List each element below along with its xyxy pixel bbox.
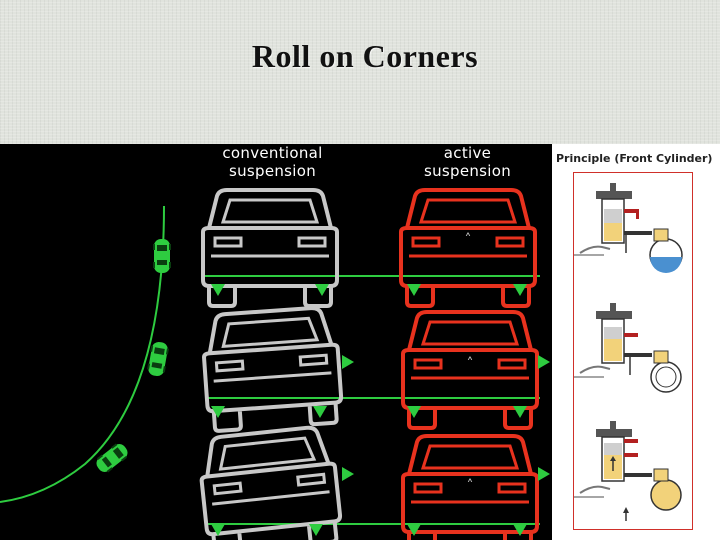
cylinder-stage-3 [574, 421, 681, 521]
lateral-force-arrow [342, 467, 354, 481]
force-arrow-down [407, 284, 421, 296]
small-car-1 [153, 239, 171, 273]
principle-frame [573, 172, 693, 530]
lateral-force-arrow [538, 467, 550, 481]
slide-title: Roll on Corners [0, 38, 720, 75]
car-active-row1 [401, 190, 535, 306]
lateral-force-arrow [538, 355, 550, 369]
suspension-figure: conventional suspension active suspensio… [0, 144, 720, 540]
force-arrow-down [513, 284, 527, 296]
force-arrow-down [313, 406, 327, 418]
force-arrow-down [513, 406, 527, 418]
car-badge-row1: ˄ [465, 232, 472, 248]
car-badge-row2: ˄ [467, 356, 474, 372]
lateral-force-arrow [342, 355, 354, 369]
cylinder-diagram [574, 173, 692, 529]
car-conventional-row3 [197, 425, 342, 540]
car-conventional-row1 [203, 190, 337, 306]
cars-diagram: ˄ ˄ ˄ [0, 144, 552, 540]
principle-title: Principle (Front Cylinder) [556, 152, 720, 165]
road-curve [0, 206, 164, 502]
small-car-3 [93, 440, 131, 475]
force-arrow-down [315, 284, 329, 296]
cylinder-stage-2 [574, 303, 681, 392]
principle-panel: Principle (Front Cylinder) [552, 144, 720, 540]
cylinder-stage-1 [574, 183, 682, 273]
force-arrow-down [211, 284, 225, 296]
car-badge-row3: ˄ [467, 478, 474, 494]
